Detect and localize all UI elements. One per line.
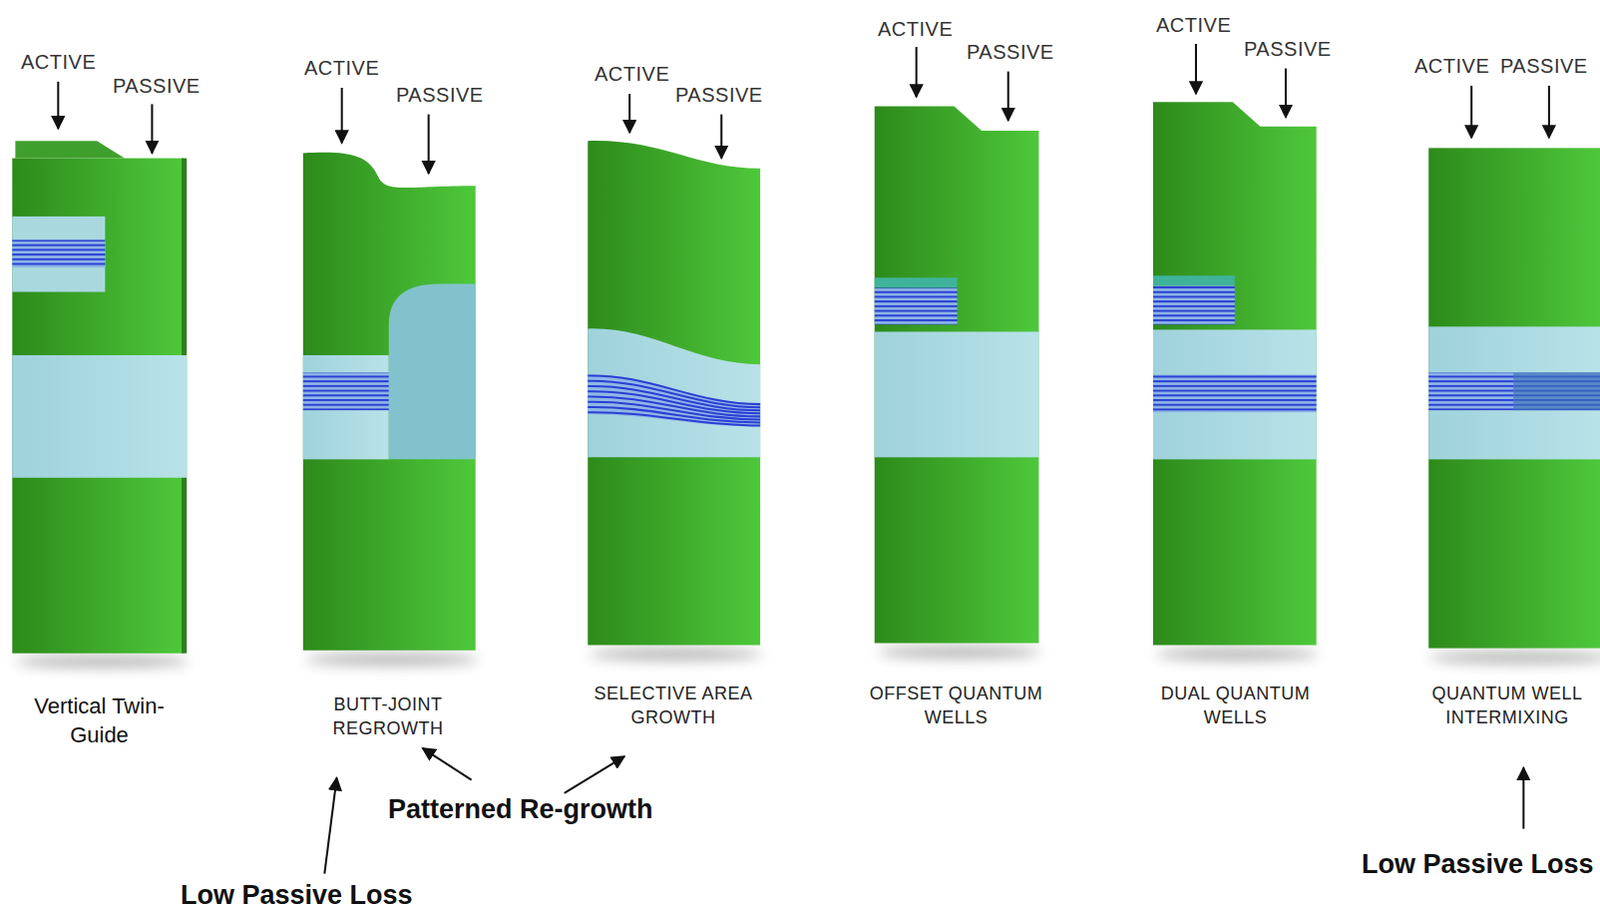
region-label: PASSIVE: [675, 83, 764, 107]
region-label: ACTIVE: [1414, 54, 1490, 78]
region-label: PASSIVE: [1500, 54, 1589, 78]
quantum-well-line: [587, 375, 761, 404]
region-label: PASSIVE: [1243, 37, 1332, 61]
structure-caption: QUANTUM WELL INTERMIXING: [1420, 681, 1595, 731]
region-label: ACTIVE: [304, 56, 380, 80]
region-label: PASSIVE: [112, 74, 201, 98]
structure-caption: Vertical Twin-Guide: [32, 692, 166, 750]
region-label: ACTIVE: [1156, 13, 1231, 37]
region-label: ACTIVE: [20, 50, 96, 74]
region-label: PASSIVE: [966, 40, 1055, 64]
annotation: Low Passive Loss: [180, 879, 413, 910]
region-label: ACTIVE: [877, 17, 953, 41]
quantum-well-line: [587, 406, 761, 423]
annotation: Low Passive Loss: [1361, 848, 1595, 880]
structure-caption: DUAL QUANTUM WELLS: [1146, 681, 1325, 731]
annotation: Patterned Re-growth: [388, 794, 654, 825]
quantum-well-line: [587, 411, 761, 425]
structure-caption: BUTT-JOINT REGROWTH: [306, 692, 470, 742]
region-label: PASSIVE: [396, 83, 484, 107]
quantum-well-line: [587, 401, 761, 420]
structure-caption: OFFSET QUANTUM WELLS: [866, 681, 1046, 731]
structure-caption: SELECTIVE AREA GROWTH: [591, 681, 756, 731]
region-label: ACTIVE: [594, 62, 670, 86]
